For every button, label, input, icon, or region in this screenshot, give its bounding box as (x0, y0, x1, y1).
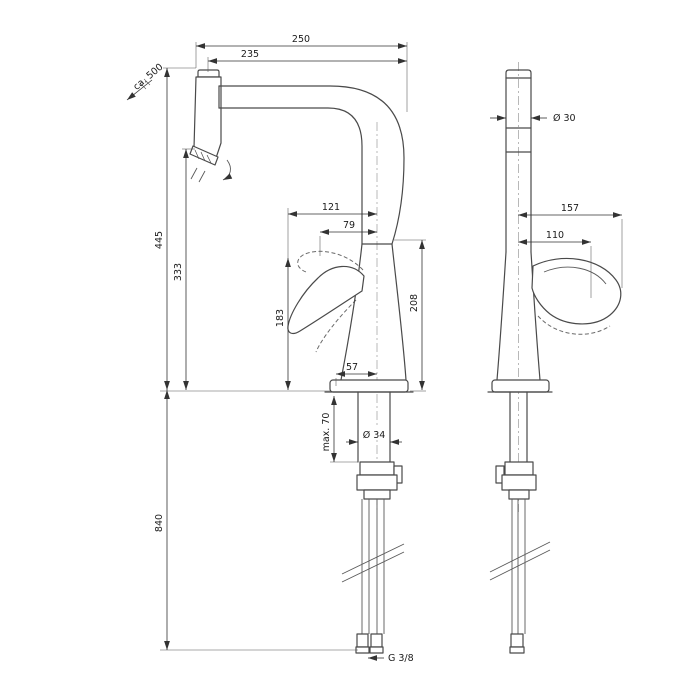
hose-fitting (356, 633, 369, 648)
dim-label-connection-thread: G 3/8 (388, 653, 414, 664)
mounting-shank (356, 391, 403, 500)
handle-alt-outline-front (537, 315, 611, 335)
centerlines (376, 62, 519, 512)
dim-label-spout-diameter: Ø 30 (553, 113, 576, 124)
swivel-arrow-icon (222, 159, 233, 181)
dim-label-deck-max: max. 70 (321, 413, 332, 452)
dim-label-height-outlet: 333 (173, 263, 184, 281)
lever-handle-front (531, 257, 622, 325)
lever-handle-side (287, 265, 365, 335)
front-view-drawing (487, 69, 622, 654)
dim-label-pullout-hose: ca. 500 (131, 62, 165, 93)
dim-label-height-total: 445 (154, 231, 165, 249)
break-marks-front (489, 541, 551, 581)
dim-label-handle-reach-min: 79 (343, 220, 355, 231)
supply-hose-front (489, 499, 551, 654)
dim-label-hose-length: 840 (154, 514, 165, 532)
dim-label-height-body: 208 (409, 294, 420, 312)
base-plate (324, 379, 414, 393)
mixer-body (340, 243, 407, 381)
aerator-face (189, 145, 219, 166)
dim-label-base-offset: 57 (346, 362, 358, 373)
dim-label-handle-width-total: 157 (561, 203, 579, 214)
label-backing (359, 428, 389, 440)
side-view-drawing (189, 69, 414, 654)
dim-label-height-handle: 183 (275, 309, 286, 327)
supply-hoses (341, 499, 405, 654)
spout (218, 85, 405, 245)
dim-label-handle-reach: 121 (322, 202, 340, 213)
base-plate-front (487, 379, 553, 393)
spout-column (496, 69, 541, 381)
break-marks (341, 543, 405, 583)
mounting-shank-front (495, 391, 537, 500)
dim-label-reach-total: 250 (292, 34, 310, 45)
dim-label-shank-diameter: Ø 34 (363, 430, 386, 441)
handle-alt-down-outline (315, 299, 357, 353)
spray-head (189, 69, 233, 183)
handle-alt-up-outline (297, 250, 364, 273)
extension-lines (160, 42, 623, 651)
pullout-arrow (126, 79, 153, 101)
hose-fitting (370, 633, 383, 648)
dimension-lines (126, 43, 622, 661)
spray-direction-icon (190, 167, 206, 183)
hose-fitting-front (510, 633, 524, 648)
dim-label-handle-width: 110 (546, 230, 564, 241)
dim-label-reach-spout: 235 (241, 49, 259, 60)
